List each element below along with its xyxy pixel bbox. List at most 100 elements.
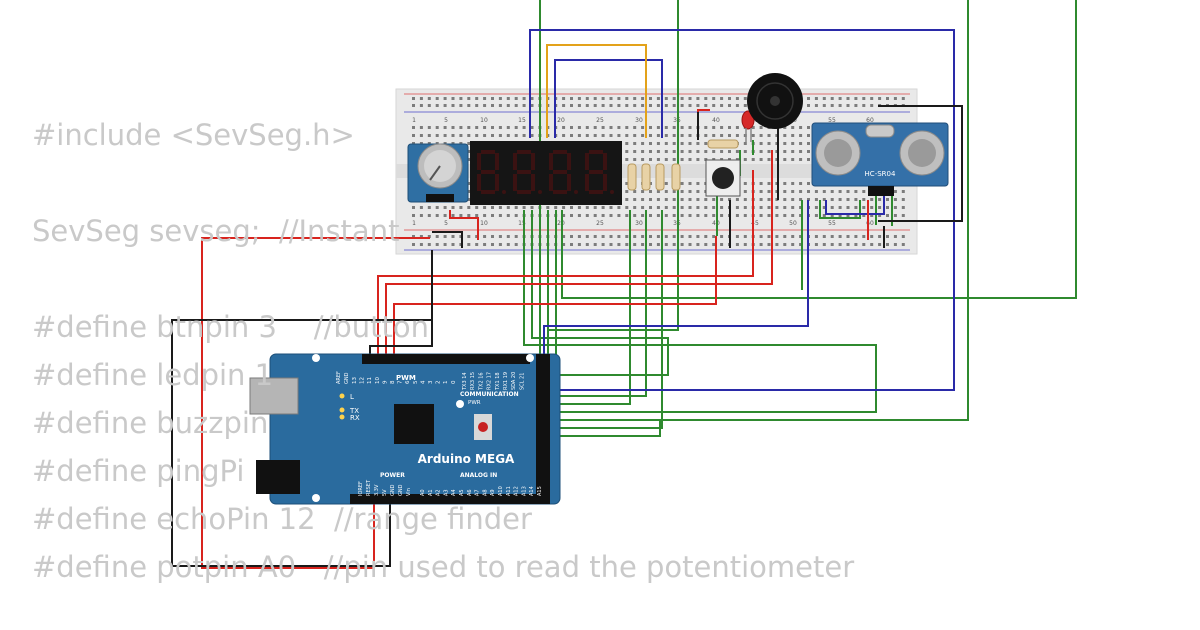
breadboard-hole	[696, 198, 700, 201]
breadboard-hole	[443, 243, 447, 246]
breadboard-hole	[459, 97, 463, 100]
breadboard-hole	[696, 214, 700, 217]
breadboard-hole	[767, 243, 771, 246]
wire-green	[552, 210, 663, 429]
breadboard-hole	[901, 214, 905, 217]
breadboard-hole	[412, 214, 415, 217]
breadboard-hole	[633, 190, 637, 193]
pin-label: 7	[398, 380, 404, 384]
breadboard-hole	[720, 214, 724, 217]
breadboard-hole	[585, 214, 589, 217]
breadboard-hole	[870, 206, 874, 209]
breadboard-hole	[807, 97, 810, 100]
breadboard-hole	[491, 214, 494, 217]
breadboard-hole	[696, 142, 700, 145]
communication-label: COMMUNICATION	[460, 391, 519, 398]
breadboard-hole	[649, 190, 652, 193]
breadboard-hole	[435, 126, 439, 129]
breadboard-hole	[791, 150, 795, 153]
pin-label: 8	[390, 380, 396, 384]
breadboard-hole	[728, 97, 731, 100]
breadboard-hole	[577, 206, 581, 209]
breadboard-hole	[506, 235, 510, 238]
breadboard-hole	[475, 243, 479, 246]
pin-label: 6	[405, 380, 411, 384]
pin-label: 13	[352, 377, 358, 384]
breadboard-hole	[759, 158, 763, 161]
breadboard-hole	[483, 126, 487, 129]
breadboard-hole	[688, 97, 692, 100]
breadboard-hole	[759, 214, 763, 217]
breadboard-hole	[664, 150, 668, 153]
breadboard-hole	[467, 134, 471, 137]
breadboard-hole	[570, 243, 573, 246]
breadboard-hole	[617, 104, 621, 107]
breadboard-hole	[459, 206, 463, 209]
breadboard-hole	[751, 134, 755, 137]
breadboard-hole	[783, 198, 787, 201]
code-line: #include <SevSeg.h>	[32, 118, 355, 152]
breadboard-hole	[735, 134, 739, 137]
breadboard-hole	[893, 190, 897, 193]
breadboard-hole	[720, 97, 724, 100]
breadboard-hole	[656, 150, 660, 153]
breadboard-hole	[649, 243, 652, 246]
breadboard-hole	[767, 235, 771, 238]
breadboard-hole	[546, 206, 550, 209]
pin-label: 12	[360, 377, 366, 384]
breadboard-hole	[435, 104, 439, 107]
pin-label: GND	[390, 484, 396, 496]
breadboard-hole	[427, 243, 431, 246]
breadboard-hole	[822, 243, 826, 246]
breadboard-hole	[419, 214, 423, 217]
breadboard-hole	[412, 243, 415, 246]
breadboard-hole	[672, 97, 676, 100]
arduino-mega-board: L TX RX PWM COMMUNICATION PWR Arduino ME…	[249, 353, 561, 505]
breadboard-hole	[467, 182, 471, 185]
breadboard-hole	[483, 235, 487, 238]
breadboard-hole	[688, 158, 692, 161]
breadboard-hole	[412, 206, 415, 209]
breadboard-hole	[783, 126, 787, 129]
breadboard-hole	[633, 134, 637, 137]
breadboard-hole	[814, 190, 818, 193]
breadboard-hole	[459, 214, 463, 217]
breadboard-hole	[656, 235, 660, 238]
digit-segment	[567, 174, 571, 191]
breadboard-hole	[522, 206, 526, 209]
breadboard-hole	[791, 214, 795, 217]
breadboard-hole	[491, 126, 494, 129]
breadboard-hole	[704, 126, 708, 129]
breadboard-hole	[735, 243, 739, 246]
breadboard-hole	[743, 158, 747, 161]
breadboard-hole	[435, 97, 439, 100]
breadboard-hole	[743, 243, 747, 246]
breadboard-hole	[814, 214, 818, 217]
breadboard-hole	[656, 126, 660, 129]
breadboard-hole	[530, 97, 534, 100]
breadboard-hole	[483, 243, 487, 246]
breadboard-hole	[443, 97, 447, 100]
breadboard-hole	[830, 206, 834, 209]
breadboard-hole	[412, 97, 415, 100]
pin-label: 0	[451, 380, 457, 384]
breadboard-hole	[593, 134, 597, 137]
breadboard-hole	[427, 126, 431, 129]
breadboard-hole	[649, 214, 652, 217]
decimal-point	[502, 190, 506, 194]
push-button	[705, 159, 741, 197]
breadboard-hole	[522, 134, 526, 137]
breadboard-hole	[704, 206, 708, 209]
breadboard-hole	[688, 104, 692, 107]
breadboard-hole	[704, 142, 708, 145]
wire-green	[561, 0, 1077, 299]
breadboard-hole	[783, 190, 787, 193]
breadboard-hole	[838, 104, 842, 107]
breadboard-hole	[799, 142, 803, 145]
breadboard-hole	[878, 198, 882, 201]
breadboard-hole	[846, 104, 850, 107]
code-line: #define buzzpin	[32, 406, 269, 440]
breadboard-hole	[901, 243, 905, 246]
breadboard-hole	[585, 97, 589, 100]
breadboard-hole	[609, 134, 613, 137]
